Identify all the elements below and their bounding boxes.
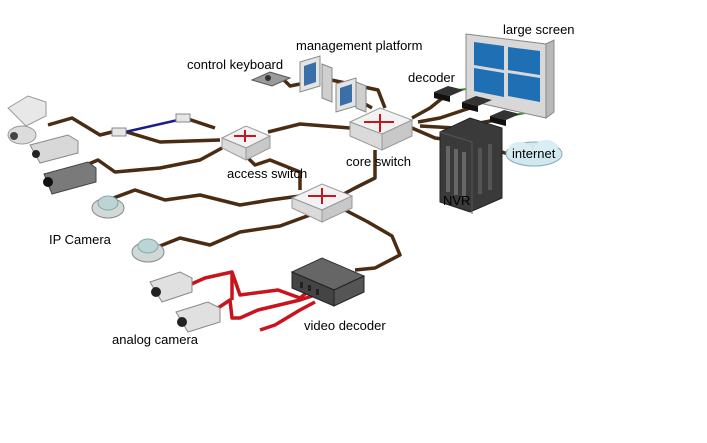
ptz-camera-icon	[7, 95, 47, 145]
coax-cables	[177, 270, 316, 332]
decoder-box-icon	[434, 86, 464, 102]
switch-icon	[220, 125, 272, 161]
switch-icon	[348, 107, 414, 151]
decoder-box-icon	[462, 96, 492, 112]
analog-camera-icon	[175, 301, 221, 333]
label-analog-camera: analog camera	[112, 332, 198, 347]
label-internet: internet	[512, 146, 556, 161]
dome-camera-icon	[131, 238, 165, 263]
label-decoder: decoder	[408, 70, 455, 85]
keyboard-icon	[250, 71, 292, 87]
label-large-screen: large screen	[503, 22, 575, 37]
dome-camera-icon	[91, 195, 125, 219]
nvr-server-icon	[439, 117, 503, 214]
decoder-box-icon	[290, 257, 366, 307]
monitor-icon	[299, 55, 333, 103]
label-nvr: NVR	[443, 193, 471, 208]
cloud-icon	[505, 140, 563, 167]
label-ip-camera: IP Camera	[49, 232, 111, 247]
box-camera-icon	[43, 161, 97, 195]
video-wall-icon	[465, 33, 555, 119]
decoder-box-icon	[490, 110, 520, 126]
label-core-switch: core switch	[346, 154, 412, 169]
fiber-converter-icon	[111, 113, 191, 137]
monitor-icon	[335, 77, 367, 113]
analog-camera-icon	[149, 271, 193, 303]
fiber-cable	[111, 113, 191, 137]
label-video-decoder: video decoder	[304, 318, 386, 333]
label-access-switch: access switch	[227, 166, 308, 181]
switch-icon	[290, 183, 354, 223]
network-cables	[47, 76, 541, 272]
label-management-platform: management platform	[296, 38, 423, 53]
bullet-camera-icon	[29, 134, 79, 164]
label-control-keyboard: control keyboard	[187, 57, 284, 72]
